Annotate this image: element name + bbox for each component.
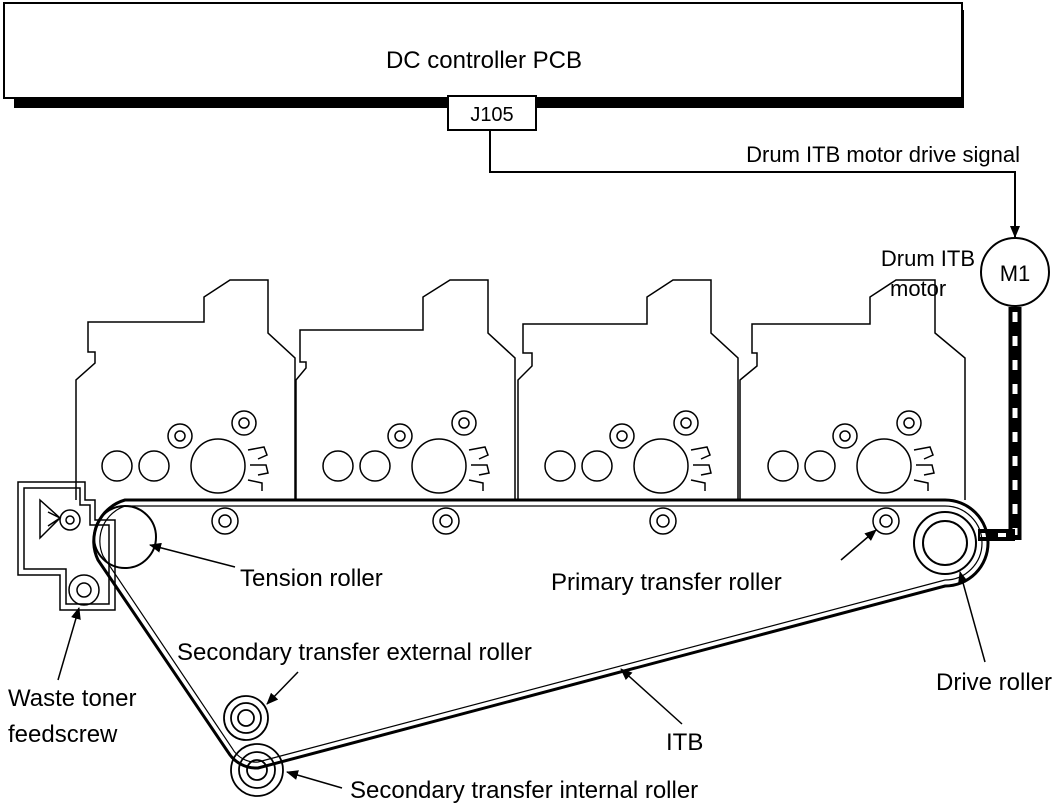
secondary-transfer-external-roller	[223, 695, 269, 741]
tension-roller-arrow	[149, 542, 236, 568]
developer-roller	[101, 450, 133, 482]
drive-roller-label: Drive roller	[936, 669, 1052, 696]
secondary-internal-arrow	[286, 770, 343, 789]
cartridge-2	[295, 279, 516, 500]
motor-label-line1: Drum ITB	[881, 246, 975, 271]
signal-label: Drum ITB motor drive signal	[746, 142, 1020, 167]
connector-j105: J105	[447, 95, 537, 131]
waste-toner-unit	[17, 481, 116, 611]
waste-toner-label-line1: Waste toner	[8, 685, 137, 712]
tension-roller-label: Tension roller	[240, 565, 383, 592]
cartridge-details	[101, 410, 935, 494]
photosensitive-drum	[190, 438, 246, 494]
secondary-external-roller-label: Secondary transfer external roller	[177, 639, 532, 666]
tension-roller	[93, 505, 157, 569]
waste-toner-arrow	[57, 607, 81, 681]
dc-controller-pcb: DC controller PCB	[3, 2, 964, 108]
feedscrew-outer	[68, 574, 100, 606]
motor-drive-shaft	[978, 307, 1022, 541]
secondary-external-arrow	[266, 671, 299, 705]
cartridge-1	[75, 279, 296, 500]
cartridge-4	[739, 279, 966, 500]
drive-roller	[913, 511, 977, 575]
cartridges	[75, 279, 966, 500]
drive-roller-arrow	[958, 571, 986, 663]
connector-label: J105	[470, 104, 513, 126]
cartridge-3	[517, 279, 739, 500]
secondary-transfer-internal-roller	[230, 743, 284, 797]
itb-label: ITB	[666, 729, 703, 756]
leader-lines	[57, 529, 986, 789]
primary-transfer-roller-label: Primary transfer roller	[551, 569, 782, 596]
drum-itb-motor: M1 Drum ITB motor	[881, 237, 1050, 307]
waste-toner-label-line2: feedscrew	[8, 721, 118, 748]
itb-arrow	[620, 668, 683, 725]
itb-belt	[92, 498, 990, 770]
motor-id: M1	[1000, 261, 1031, 286]
secondary-internal-roller-label: Secondary transfer internal roller	[350, 777, 698, 804]
drive-signal-line	[489, 130, 1020, 238]
primary-transfer-arrow	[840, 529, 877, 561]
pcb-label: DC controller PCB	[386, 47, 582, 74]
primary-transfer-rollers	[211, 507, 900, 535]
